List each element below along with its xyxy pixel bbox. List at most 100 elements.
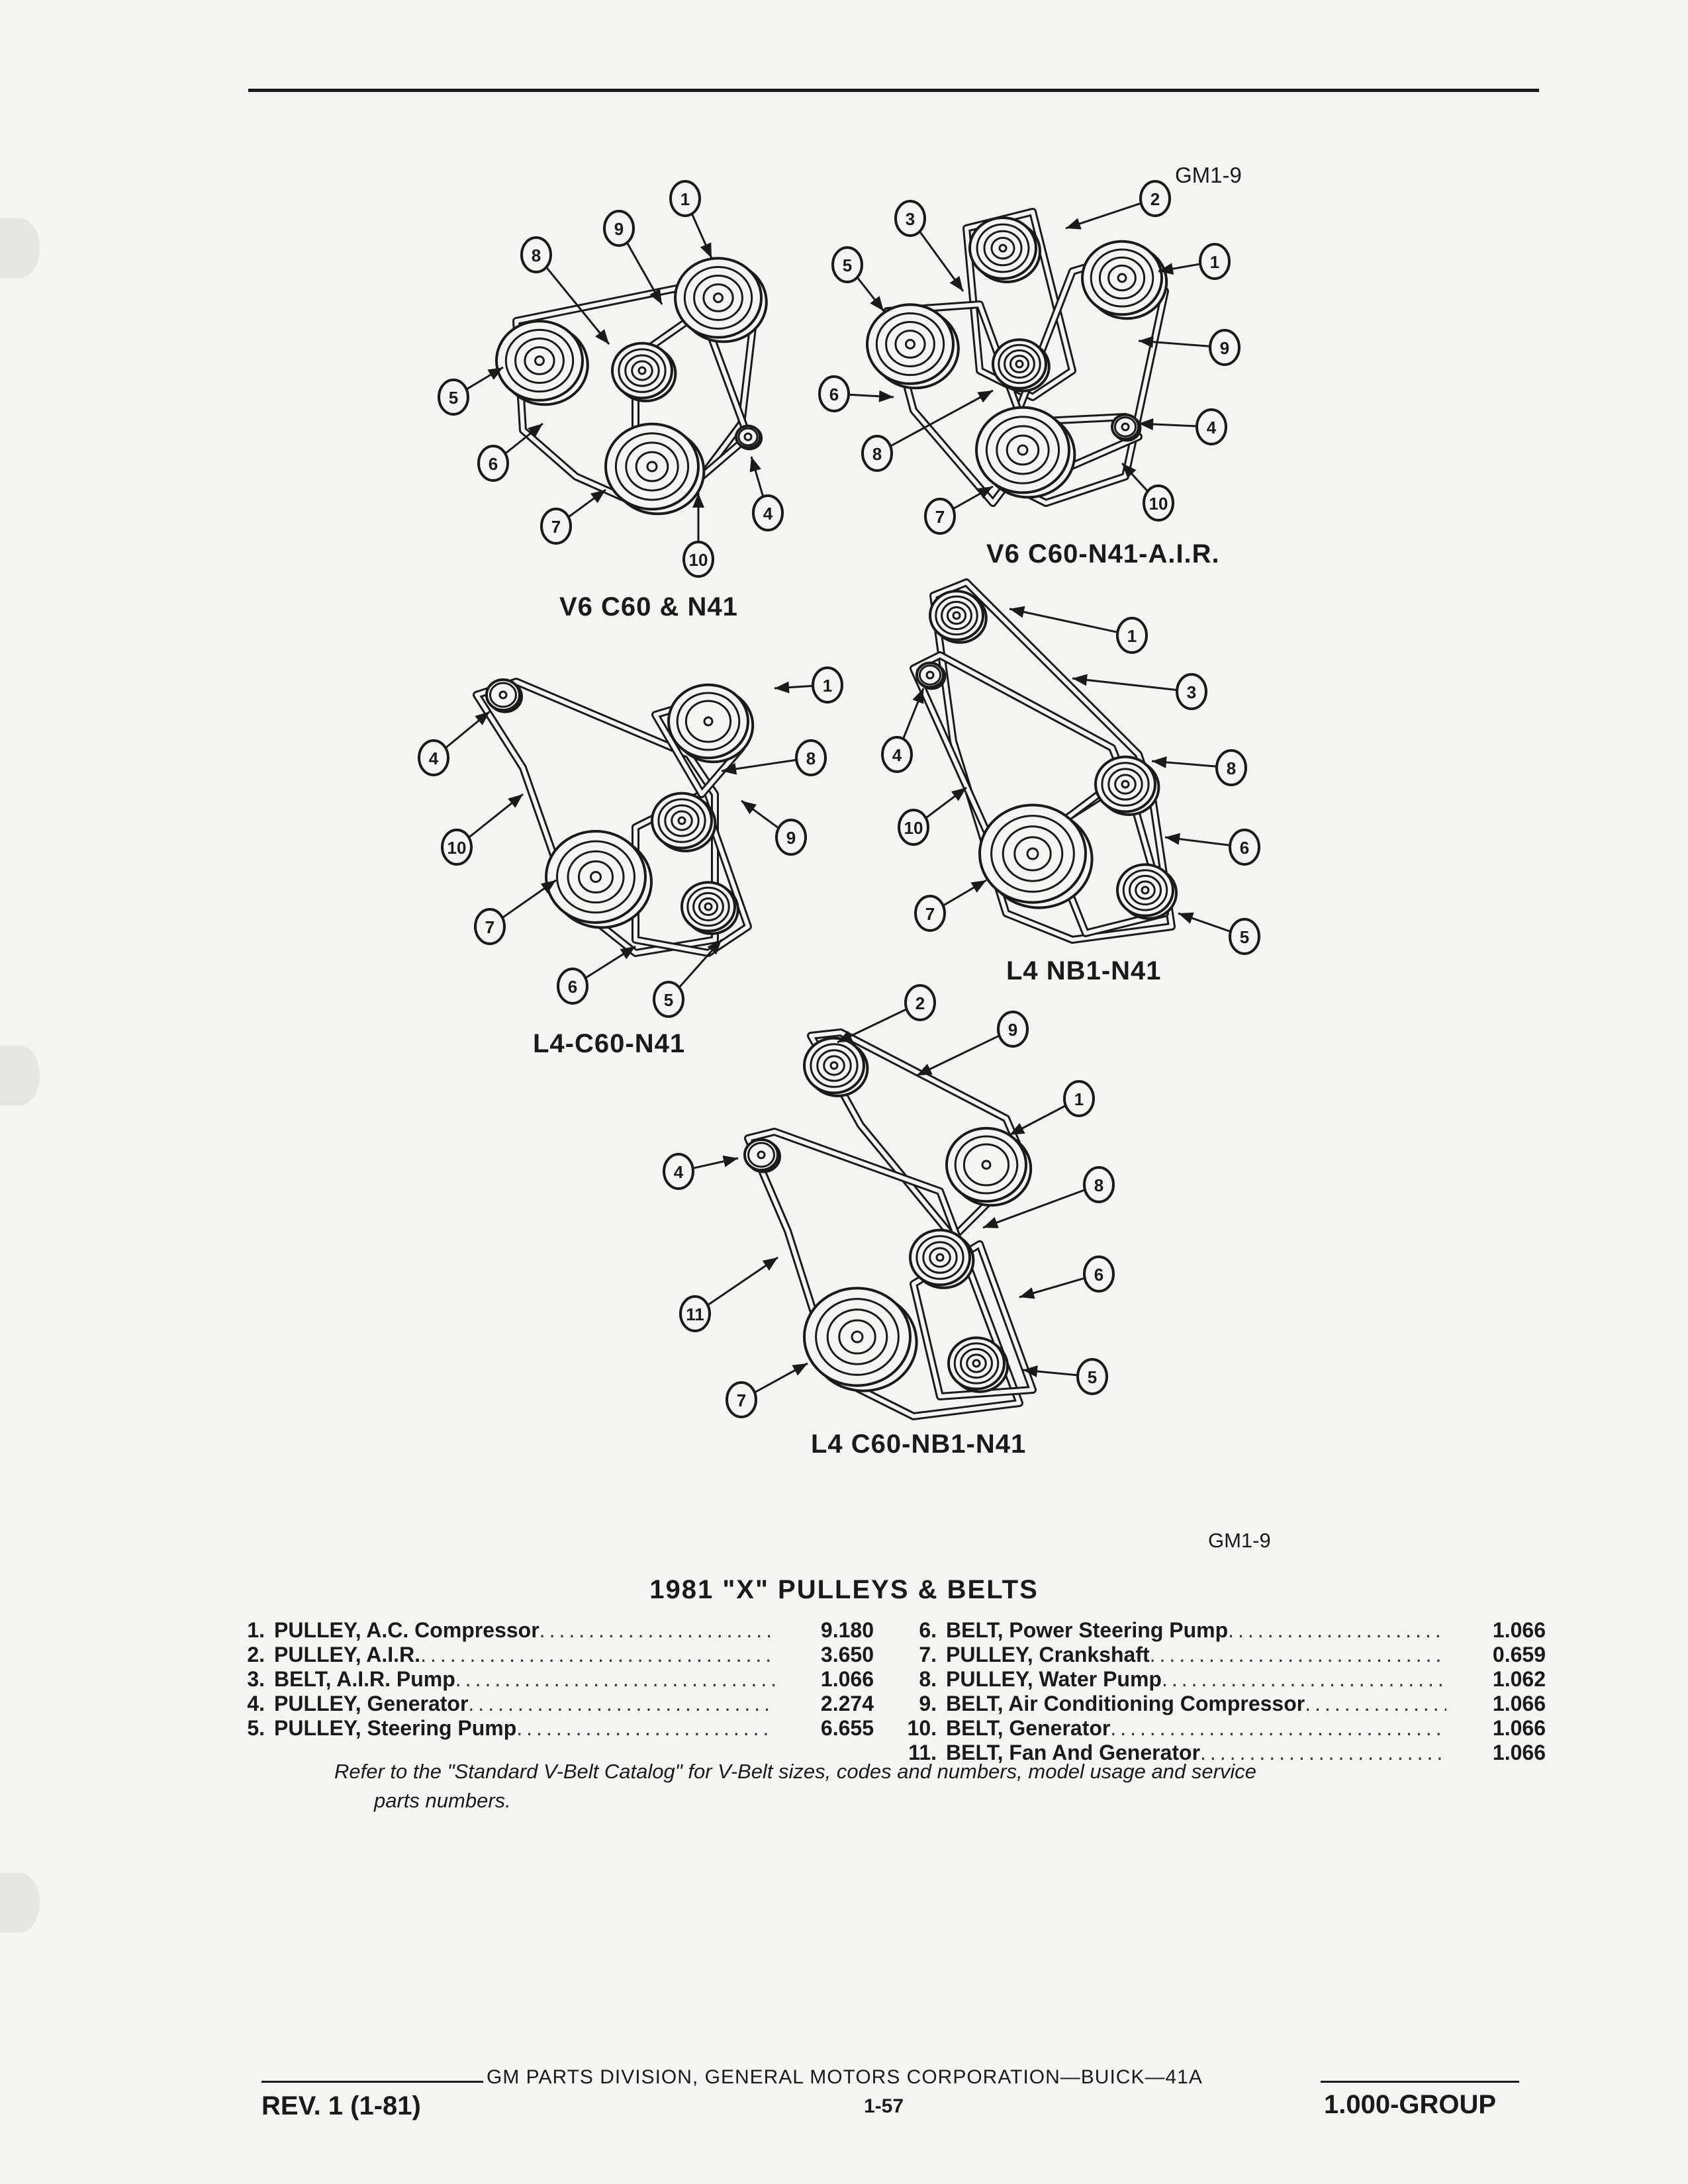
callout-10: 10 bbox=[898, 786, 967, 846]
binder-hole-bottom bbox=[0, 1873, 40, 1933]
pulley-groove bbox=[489, 682, 517, 708]
leader-arrowhead bbox=[1152, 756, 1167, 768]
callout-8: 8 bbox=[721, 739, 827, 776]
callout-circle bbox=[540, 508, 572, 545]
pulley-groove bbox=[1002, 825, 1064, 882]
pulley-groove bbox=[1128, 874, 1162, 906]
callout-number: 5 bbox=[1240, 927, 1249, 947]
leader-arrowhead bbox=[792, 1363, 808, 1376]
leader-line bbox=[916, 1035, 1000, 1077]
leader-arrowhead bbox=[590, 490, 606, 504]
binder-hole-top bbox=[0, 218, 40, 278]
pulley-hub bbox=[1121, 422, 1130, 432]
callout-number: 5 bbox=[664, 990, 673, 1010]
pulley-hub bbox=[1117, 273, 1127, 283]
callout-number: 9 bbox=[786, 828, 796, 848]
callout-4: 4 bbox=[1138, 408, 1227, 445]
pulley-hub bbox=[952, 611, 961, 620]
pulley-groove bbox=[684, 700, 732, 743]
pulley-groove bbox=[1113, 416, 1137, 437]
callout-number: 6 bbox=[1240, 838, 1249, 858]
pulley bbox=[495, 320, 589, 406]
leader-dots: ........................................ bbox=[516, 1716, 774, 1740]
callout-2: 2 bbox=[837, 984, 936, 1044]
callout-10: 10 bbox=[682, 493, 714, 578]
callout-6: 6 bbox=[1019, 1255, 1115, 1299]
pulley bbox=[743, 1138, 781, 1173]
pulley bbox=[667, 683, 755, 764]
pulley-groove bbox=[624, 354, 660, 387]
revision-label: REV. 1 (1-81) bbox=[261, 2091, 421, 2120]
pulley-groove bbox=[954, 1135, 1019, 1195]
callout-number: 6 bbox=[829, 385, 839, 404]
pulley-hub bbox=[1017, 444, 1029, 456]
callout-number: 1 bbox=[1074, 1089, 1084, 1109]
leader-arrowhead bbox=[692, 493, 704, 508]
pulley-hub bbox=[534, 355, 545, 366]
pulley-groove bbox=[922, 1241, 958, 1274]
pulley-groove bbox=[959, 1347, 994, 1379]
callout-circle bbox=[679, 1295, 711, 1332]
pulley-hub bbox=[703, 716, 714, 727]
leader-arrowhead bbox=[912, 688, 924, 704]
callout-1: 1 bbox=[1158, 243, 1231, 280]
note-line-2: parts numbers. bbox=[374, 1789, 511, 1812]
callout-number: 8 bbox=[532, 246, 541, 265]
callout-6: 6 bbox=[477, 422, 543, 482]
pulley-groove bbox=[966, 1353, 987, 1373]
part-row: 5.PULLEY, Steering Pump.................… bbox=[247, 1716, 874, 1740]
callout-circle bbox=[726, 1381, 757, 1418]
pulley bbox=[803, 1036, 869, 1097]
table-title: 1981 "X" PULLEYS & BELTS bbox=[649, 1575, 1039, 1604]
callout-number: 9 bbox=[1008, 1020, 1017, 1040]
callout-number: 10 bbox=[904, 818, 923, 838]
pulley-groove bbox=[894, 330, 926, 359]
leader-arrowhead bbox=[707, 940, 722, 955]
callout-7: 7 bbox=[540, 488, 606, 545]
callout-4: 4 bbox=[663, 1153, 739, 1190]
pulley-groove bbox=[514, 338, 565, 384]
callout-circle bbox=[752, 494, 784, 531]
pulley bbox=[1111, 413, 1142, 442]
callout-circle bbox=[924, 498, 956, 535]
callout-number: 6 bbox=[1094, 1265, 1103, 1285]
callout-5: 5 bbox=[1178, 912, 1260, 955]
callout-circle bbox=[861, 435, 893, 472]
pulley-groove bbox=[1107, 264, 1137, 292]
leader-arrowhead bbox=[1178, 912, 1194, 924]
page-number: 1-57 bbox=[864, 2095, 904, 2117]
pulley-groove bbox=[657, 798, 706, 843]
callout-number: 4 bbox=[674, 1162, 684, 1182]
callout-4: 4 bbox=[881, 688, 925, 773]
leader-arrowhead bbox=[983, 1216, 999, 1228]
leader-dots: ........................................ bbox=[539, 1618, 774, 1642]
pulley-groove bbox=[918, 664, 942, 686]
callout-number: 4 bbox=[1207, 418, 1217, 437]
pulley-groove bbox=[737, 427, 759, 447]
pulley bbox=[680, 881, 739, 935]
pulley bbox=[992, 338, 1051, 392]
callout-number: 8 bbox=[806, 749, 816, 768]
callout-8: 8 bbox=[1151, 749, 1247, 786]
part-row: 4.PULLEY, Generator.....................… bbox=[247, 1692, 874, 1715]
pulley-groove bbox=[990, 236, 1015, 260]
pulley-groove bbox=[941, 600, 972, 631]
callout-2: 2 bbox=[1065, 180, 1171, 230]
callout-number: 10 bbox=[1149, 494, 1168, 514]
caption-v6-c60-n41-air: V6 C60-N41-A.I.R. bbox=[986, 539, 1220, 569]
leader-arrowhead bbox=[649, 289, 662, 304]
callout-circle bbox=[1076, 1358, 1108, 1395]
pulley-groove bbox=[631, 360, 653, 381]
pulley bbox=[545, 830, 653, 929]
leader-arrowhead bbox=[977, 390, 993, 403]
caption-l4-nb1-n41: L4 NB1-N41 bbox=[1006, 956, 1162, 985]
leader-arrowhead bbox=[1023, 1365, 1038, 1378]
callout-1: 1 bbox=[669, 180, 713, 259]
callout-circle bbox=[653, 981, 684, 1018]
pulley-groove bbox=[990, 815, 1075, 893]
pulley-groove bbox=[686, 886, 730, 927]
callout-number: 8 bbox=[1227, 758, 1236, 778]
top-rule bbox=[248, 89, 1539, 92]
callout-circle bbox=[474, 908, 506, 945]
